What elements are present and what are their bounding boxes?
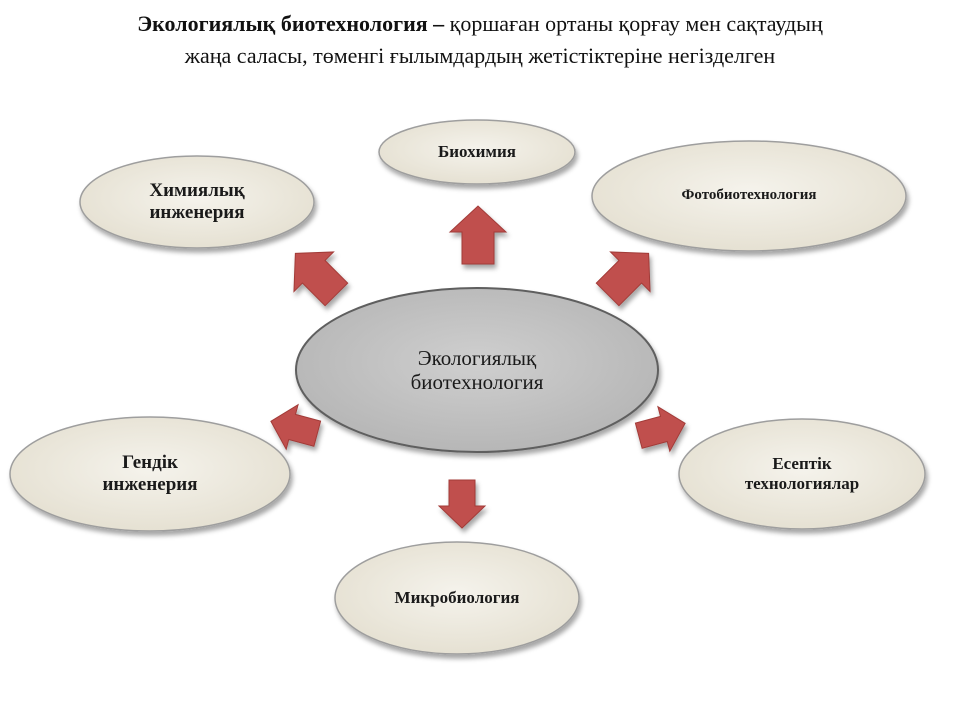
node-genetic-engineering[interactable] [9, 416, 291, 532]
node-photobiotech[interactable] [591, 140, 907, 252]
page-title: Экологиялық биотехнология – қоршаған орт… [20, 8, 940, 72]
arrow-to-chemical-engineering [293, 251, 349, 307]
arrow-to-biochemistry [448, 205, 508, 265]
node-computational-tech[interactable] [678, 418, 926, 530]
node-microbiology[interactable] [334, 541, 580, 655]
title-line1-rest: қоршаған ортаны қорғау мен сақтаудың [444, 11, 823, 36]
title-bold-term: Экологиялық биотехнология – [137, 11, 445, 36]
arrow-to-microbiology [437, 479, 487, 529]
arrow-to-computational-tech [634, 405, 686, 453]
title-line2: жаңа саласы, төменгі ғылымдардың жетісті… [184, 43, 776, 68]
node-biochemistry[interactable] [378, 119, 576, 185]
arrow-to-genetic-engineering [270, 403, 322, 451]
center-node[interactable] [295, 287, 659, 453]
arrow-to-photobiotech [595, 251, 651, 307]
node-chemical-engineering[interactable] [79, 155, 315, 249]
